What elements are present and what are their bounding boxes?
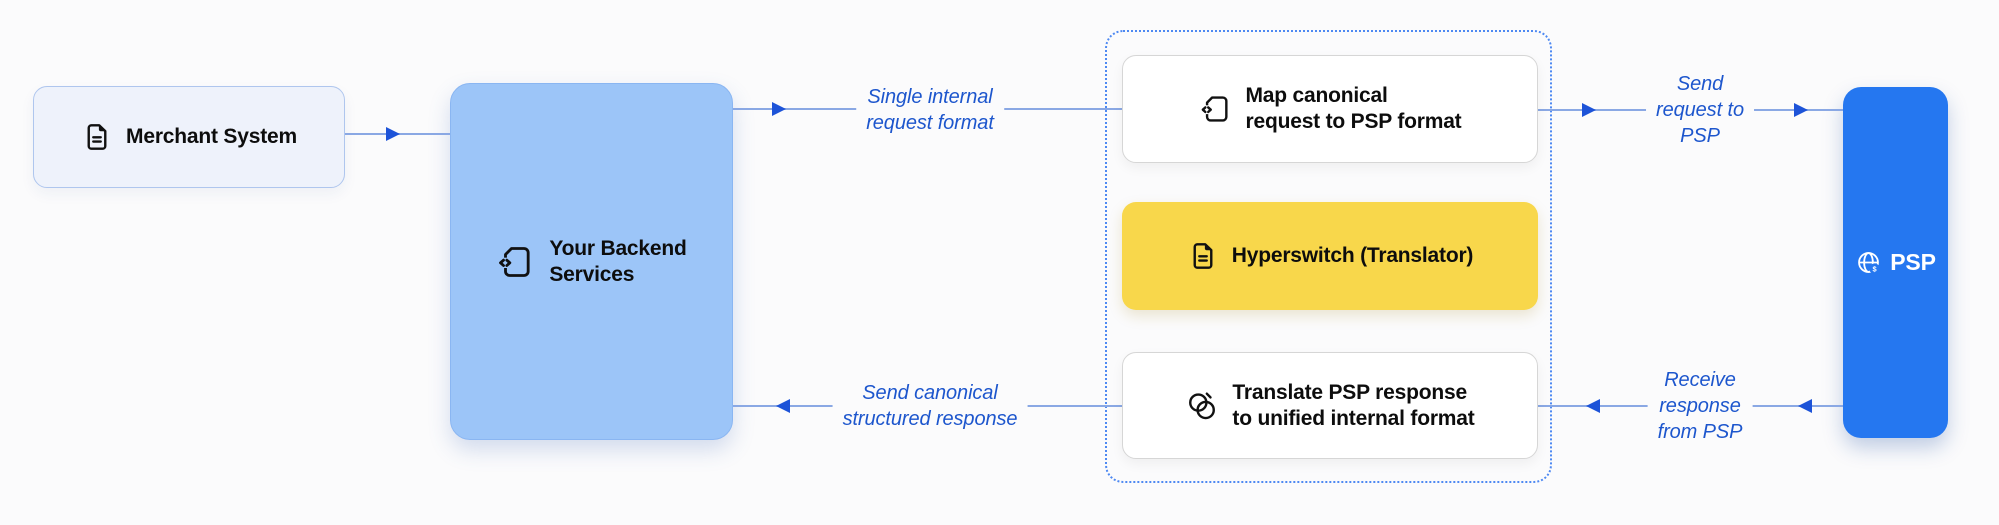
backend-services-node: Your Backend Services — [450, 83, 733, 440]
arrowhead-left-icon — [776, 399, 790, 413]
psp-node: $ PSP — [1843, 87, 1948, 438]
document-icon — [1187, 240, 1219, 272]
document-icon — [81, 121, 113, 153]
translate-psp-response-node: Translate PSP response to unified intern… — [1122, 352, 1538, 459]
globe-currency-icon: $ — [1855, 249, 1882, 276]
translator-group-container — [1105, 30, 1552, 483]
arrowhead-right-icon — [386, 127, 400, 141]
arrowhead-right-icon — [772, 102, 786, 116]
arrowhead-right-icon — [1582, 103, 1596, 117]
hyperswitch-translator-label: Hyperswitch (Translator) — [1231, 244, 1474, 268]
edge-label-send-canonical-structured-response: Send canonical structured response — [832, 378, 1028, 434]
arrowhead-left-icon — [1798, 399, 1812, 413]
code-file-icon — [496, 242, 536, 282]
edge-label-send-request-to-psp: Send request to PSP — [1646, 69, 1754, 151]
backend-services-label: Your Backend Services — [549, 236, 687, 286]
hyperswitch-translator-node: Hyperswitch (Translator) — [1122, 202, 1538, 310]
edge-label-single-internal-request-format: Single internal request format — [856, 82, 1004, 138]
edge-label-receive-response-from-psp: Receive response from PSP — [1647, 365, 1753, 447]
map-canonical-request-label: Map canonical request to PSP format — [1245, 84, 1462, 133]
psp-label: PSP — [1890, 249, 1936, 276]
arrowhead-right-icon — [1794, 103, 1808, 117]
overlapping-circles-icon — [1185, 389, 1219, 423]
merchant-system-label: Merchant System — [126, 125, 297, 149]
merchant-system-node: Merchant System — [33, 86, 345, 188]
arrowhead-left-icon — [1586, 399, 1600, 413]
translate-psp-response-label: Translate PSP response to unified intern… — [1232, 380, 1475, 430]
map-canonical-request-node: Map canonical request to PSP format — [1122, 55, 1538, 163]
code-file-icon — [1199, 92, 1233, 126]
svg-text:$: $ — [1873, 264, 1878, 273]
